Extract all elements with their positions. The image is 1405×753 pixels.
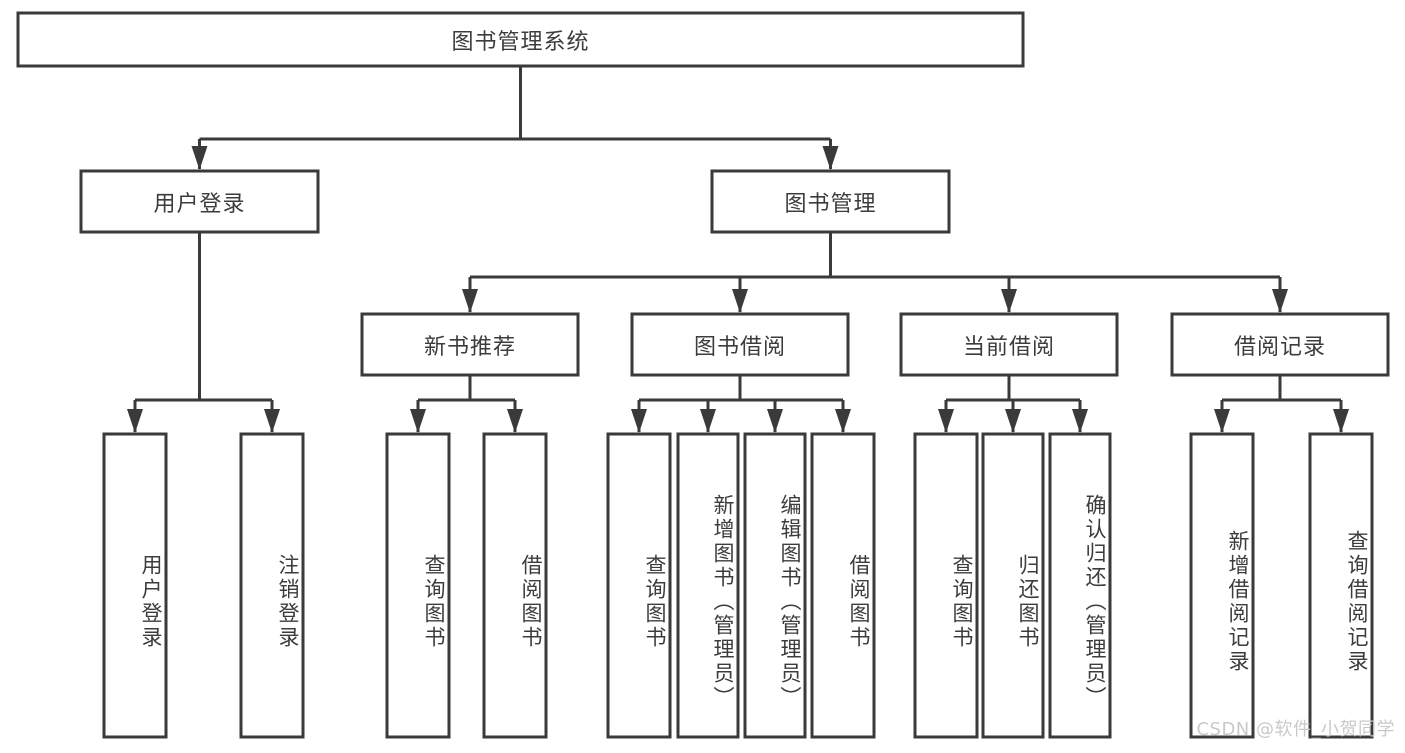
node-leaf-add-book[interactable] (676, 432, 740, 739)
arrow-head-icon (700, 409, 716, 433)
node-user-login[interactable] (79, 169, 320, 234)
node-leaf-query-record[interactable] (1308, 432, 1374, 739)
node-root[interactable] (16, 11, 1025, 68)
arrow-head-icon (410, 409, 426, 433)
node-new-book-rec[interactable] (360, 312, 580, 377)
arrow-head-icon (767, 409, 783, 433)
node-leaf-return-book[interactable] (981, 432, 1045, 739)
node-leaf-logout[interactable] (239, 432, 305, 739)
arrow-head-icon (631, 409, 647, 433)
arrow-head-icon (462, 289, 478, 313)
node-leaf-query-book-2[interactable] (606, 432, 672, 739)
connector-layer (127, 66, 1349, 433)
arrow-head-icon (822, 146, 839, 170)
node-box-layer (16, 11, 1390, 739)
arrow-head-icon (1005, 409, 1021, 433)
arrow-head-icon (1214, 409, 1230, 433)
node-leaf-confirm-return[interactable] (1048, 432, 1112, 739)
arrow-head-icon (127, 409, 143, 433)
arrow-head-icon (507, 409, 523, 433)
arrow-head-icon (1333, 409, 1349, 433)
node-leaf-query-book-1[interactable] (385, 432, 451, 739)
node-leaf-query-book-3[interactable] (913, 432, 979, 739)
arrow-head-icon (1001, 289, 1017, 313)
node-leaf-borrow-book-2[interactable] (810, 432, 876, 739)
node-leaf-user-login[interactable] (102, 432, 168, 739)
arrow-head-icon (1272, 289, 1288, 313)
arrow-head-icon (938, 409, 954, 433)
arrow-head-icon (835, 409, 851, 433)
node-borrow-record[interactable] (1170, 312, 1390, 377)
arrow-head-icon (191, 146, 208, 170)
node-leaf-add-record[interactable] (1189, 432, 1255, 739)
node-current-borrow[interactable] (899, 312, 1119, 377)
node-book-borrow[interactable] (630, 312, 850, 377)
arrow-head-icon (264, 409, 280, 433)
node-book-manage[interactable] (710, 169, 951, 234)
arrow-head-icon (1072, 409, 1088, 433)
node-leaf-edit-book[interactable] (743, 432, 807, 739)
arrow-head-icon (732, 289, 748, 313)
node-leaf-borrow-book-1[interactable] (482, 432, 548, 739)
